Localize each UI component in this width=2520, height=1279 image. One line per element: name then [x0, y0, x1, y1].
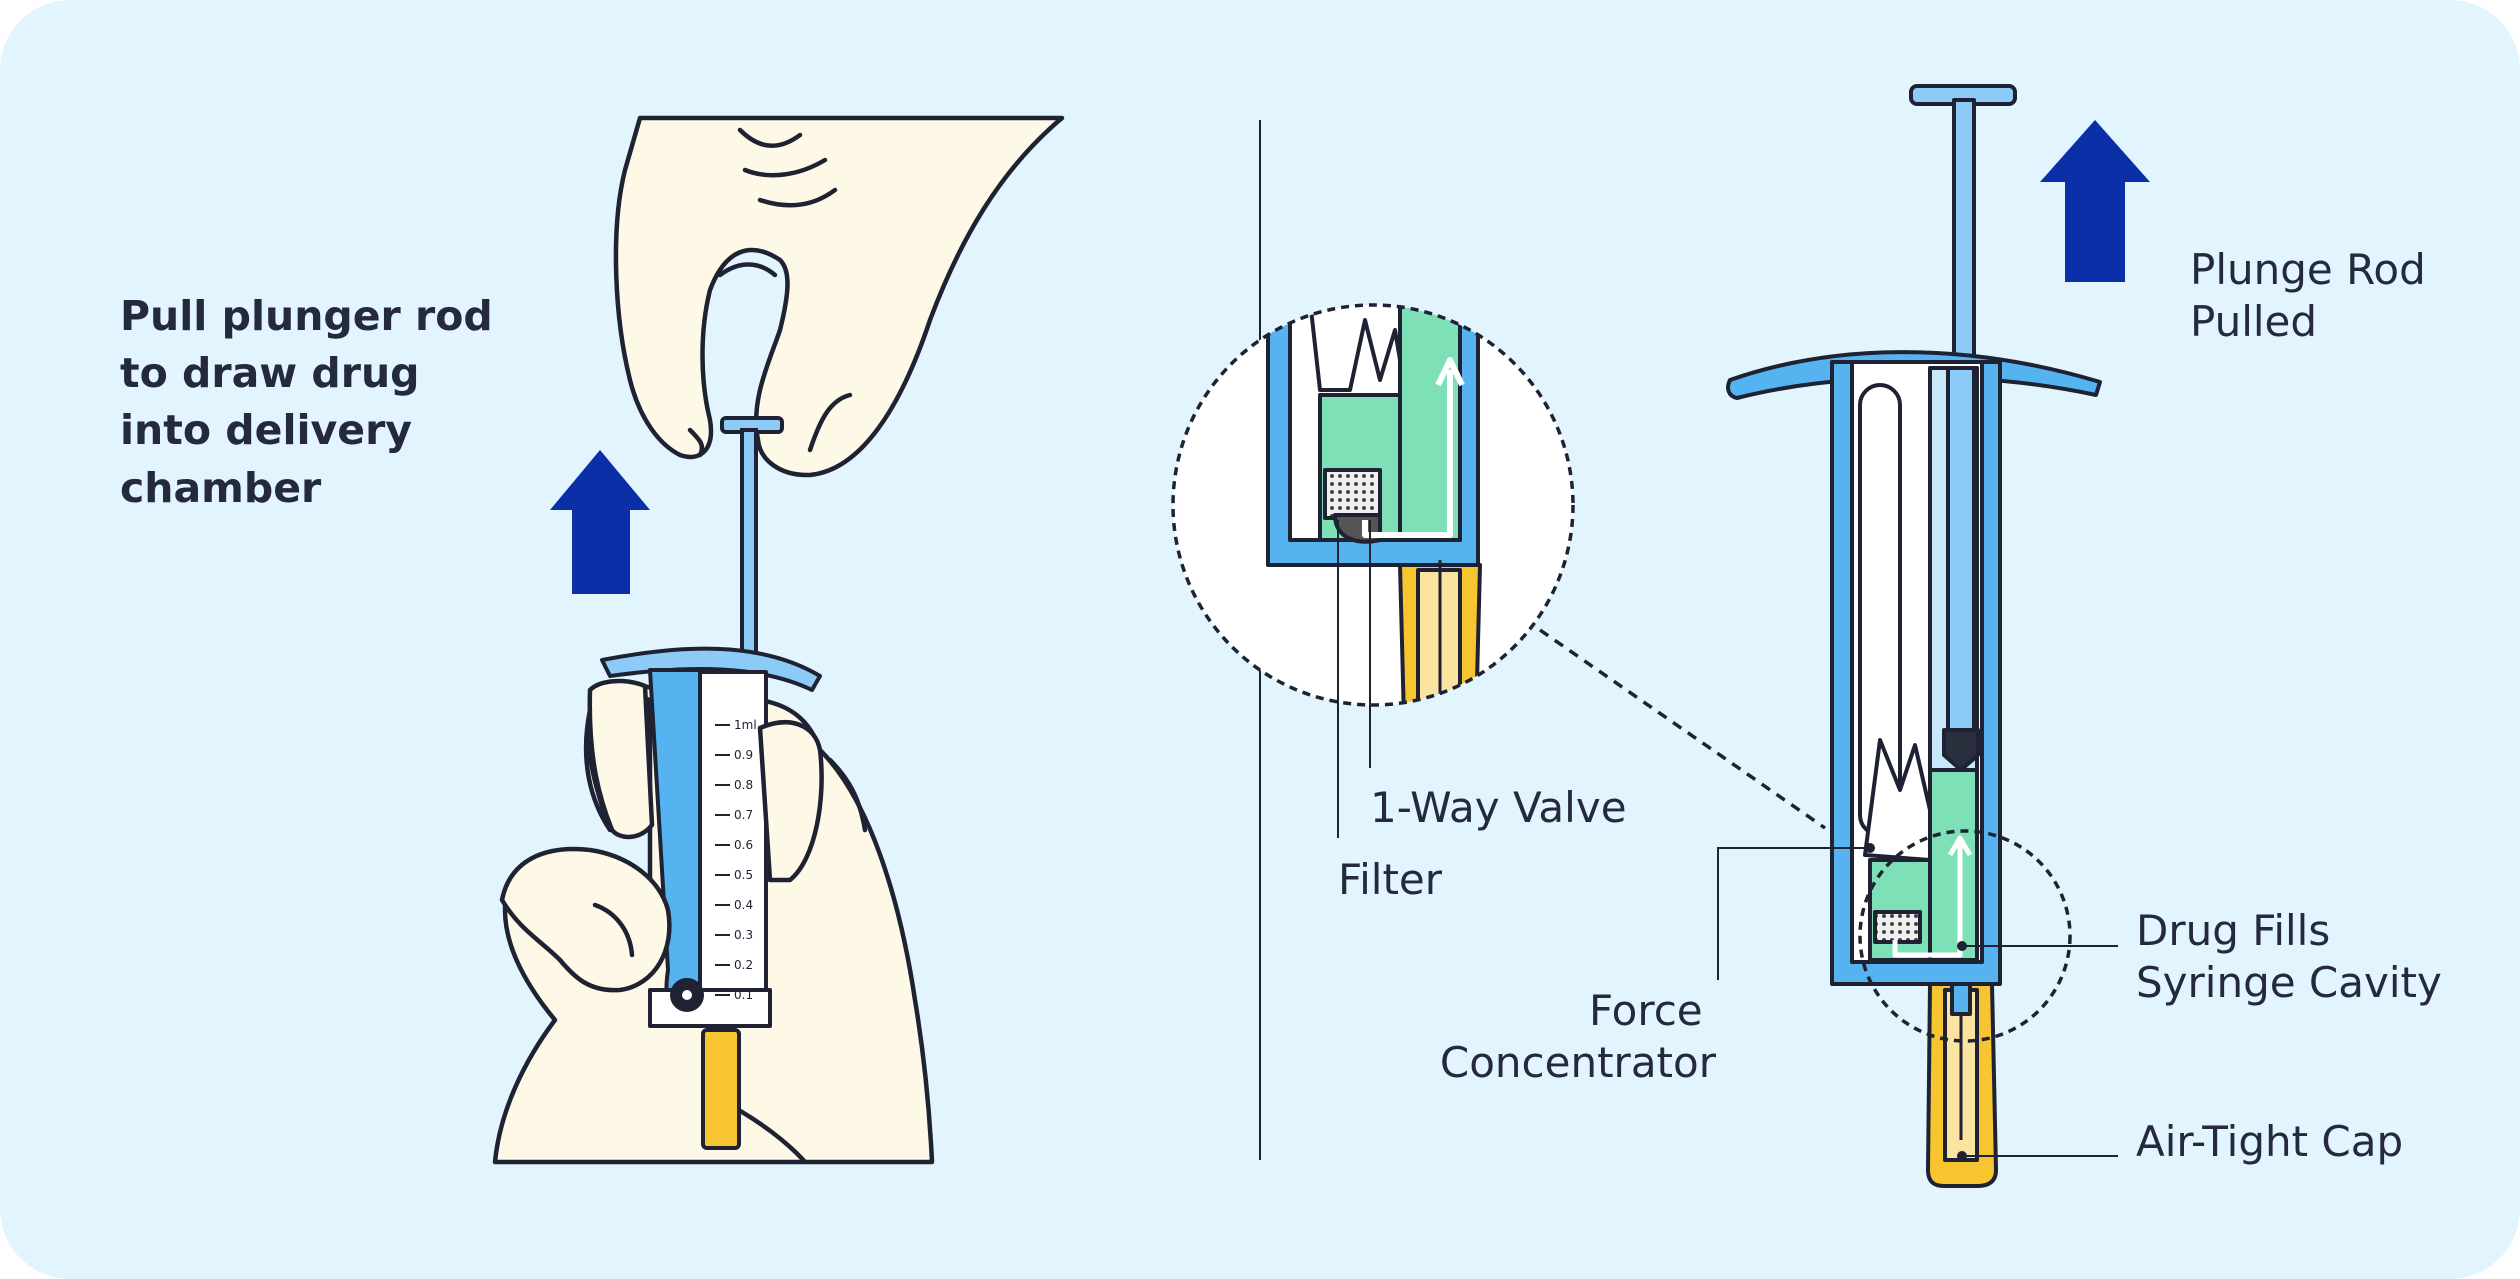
zoom-indicator-circle	[1858, 829, 2072, 1043]
drug-fills-label: Drug Fills Syringe Cavity	[2136, 906, 2442, 1007]
instruction-line: chamber	[120, 464, 322, 512]
scale-label: 0.1	[734, 988, 753, 1002]
scale-labels: 1ml 0.9 0.8 0.7 0.6 0.5 0.4 0.3 0.2 0.1	[734, 718, 757, 1002]
large-syringe	[1726, 84, 2102, 1188]
scale-label: 0.8	[734, 778, 753, 792]
scale-label: 0.9	[734, 748, 753, 762]
magnified-detail	[1171, 303, 1575, 707]
scale-label: 0.4	[734, 898, 753, 912]
plunge-rod-label: Plunge Rod Pulled	[2190, 245, 2439, 346]
air-tight-cap-label: Air-Tight Cap	[2136, 1117, 2403, 1166]
callout-dots	[1865, 843, 1967, 1161]
scale-label: 0.2	[734, 958, 753, 972]
top-hand-illustration	[613, 115, 1065, 478]
scale-label: 0.3	[734, 928, 753, 942]
instruction-line: to draw drug	[120, 349, 420, 397]
scale-ticks	[715, 724, 730, 996]
zoom-connector	[1539, 628, 1826, 830]
scale-label: 1ml	[734, 718, 757, 732]
left-thumb-illustration	[499, 678, 824, 993]
one-way-valve-label: 1-Way Valve	[1370, 783, 1627, 832]
scale-label: 0.7	[734, 808, 753, 822]
filter-label: Filter	[1338, 855, 1443, 904]
left-syringe	[600, 646, 822, 1150]
callout-lines	[1337, 520, 2118, 1157]
instruction-line: Pull plunger rod	[120, 292, 493, 340]
scale-label: 0.5	[734, 868, 753, 882]
up-arrow-icon	[2040, 120, 2150, 282]
force-concentrator-label: Force Concentrator	[1440, 986, 1717, 1087]
up-arrow-icon	[550, 450, 650, 594]
instruction-text: Pull plunger rod to draw drug into deliv…	[120, 292, 507, 512]
instruction-line: into delivery	[120, 406, 412, 454]
scale-label: 0.6	[734, 838, 753, 852]
